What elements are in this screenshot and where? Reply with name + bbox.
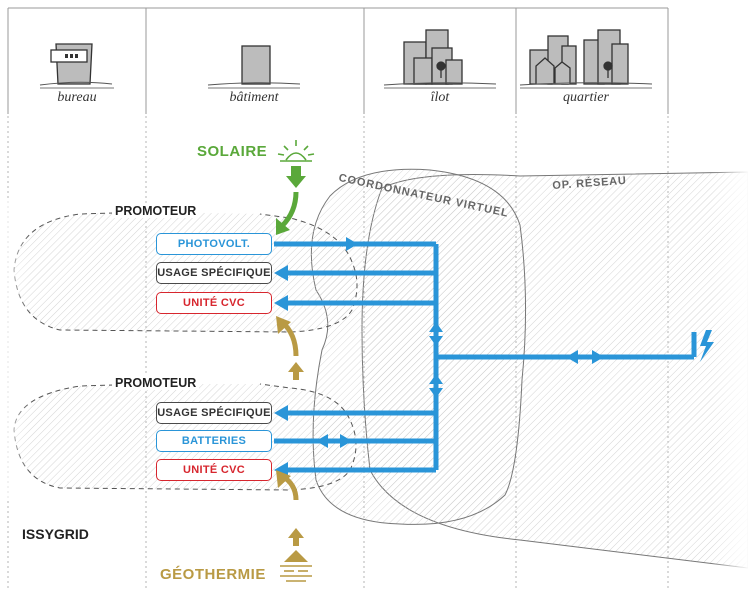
specific-use-box-lower: USAGE SPÉCIFIQUE [156,402,272,424]
lightning-icon [700,330,714,362]
column-grid [7,7,669,114]
virtual-coordinator-zone [310,168,527,525]
batteries-box: BATTERIES [156,430,272,452]
hvac-box-upper: UNITÉ CVC [156,292,272,314]
hvac-box-lower: UNITÉ CVC [156,459,272,481]
photovoltaic-box: PHOTOVOLT. [156,233,272,255]
flow-lines [274,241,697,473]
project-label: ISSYGRID [22,526,89,542]
column-label-ilot: îlot [430,90,450,105]
block-icon [383,29,497,86]
geothermal-icon [280,550,312,582]
column-label-batiment: bâtiment [229,90,279,105]
district-icon [519,29,653,86]
building-icon [207,45,301,86]
specific-use-box-upper: USAGE SPÉCIFIQUE [156,262,272,284]
solar-flow-arrow [276,166,306,235]
geothermal-flow-arrows [276,316,304,546]
column-label-quartier: quartier [563,90,609,105]
column-label-bureau: bureau [57,90,97,105]
flow-arrowheads [274,237,604,478]
office-icon [39,43,113,86]
geothermal-label: GÉOTHERMIE [160,566,266,583]
solar-label: SOLAIRE [197,143,268,160]
promoter-label-lower: PROMOTEUR [112,376,200,390]
promoter-label-upper: PROMOTEUR [112,204,200,218]
sun-icon [277,140,315,162]
